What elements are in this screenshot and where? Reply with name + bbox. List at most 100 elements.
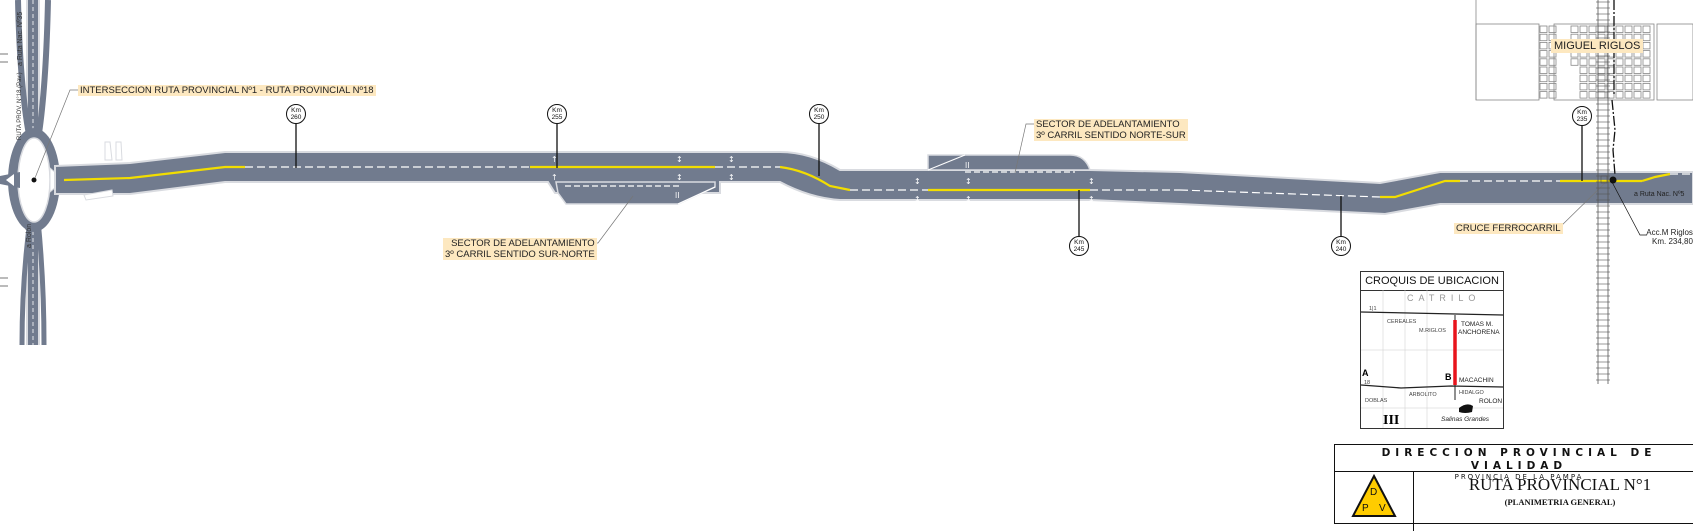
dpv-logo: D P V (1335, 471, 1414, 531)
town-block (1570, 58, 1579, 66)
province-name: PROVINCIA DE LA PAMPA (1454, 473, 1584, 481)
town-block (1633, 25, 1642, 33)
svg-text:↕: ↕ (1088, 177, 1095, 186)
town-block (1579, 74, 1588, 83)
town-block (1624, 58, 1633, 66)
town-block (1588, 25, 1597, 33)
location-sketch-map: CATRILO 1|1 CEREALES M.RIGLOS TOMAS M. A… (1361, 290, 1503, 428)
route-title: RUTA PROVINCIAL N°1 (1468, 475, 1652, 494)
croquis-point-b: B (1445, 372, 1452, 382)
passing-sn-line2: 3º CARRIL SENTIDO SUR-NORTE (445, 249, 595, 260)
town-block (1615, 74, 1624, 83)
croquis-route-18: 18 (1364, 380, 1370, 386)
town-block (1633, 91, 1642, 99)
town-block (1548, 83, 1557, 91)
route5-label: a Ruta Nac. Nº5 (1634, 191, 1685, 198)
town-block (1588, 91, 1597, 99)
access-line1: Acc.M Riglos (1646, 228, 1693, 237)
town-block (1597, 91, 1606, 99)
town-block (1633, 83, 1642, 91)
svg-text:↕: ↕ (965, 195, 972, 204)
town-block (1539, 50, 1548, 58)
town-block (1539, 25, 1548, 33)
town-block (1579, 83, 1588, 91)
town-block (1642, 58, 1651, 66)
town-block (1615, 91, 1624, 99)
town-block (1597, 83, 1606, 91)
access-label: Acc.M Riglos Km. 234,80 (1644, 228, 1693, 246)
croquis-texts: CATRILO 1|1 CEREALES M.RIGLOS TOMAS M. A… (1362, 293, 1502, 428)
drawing-subtitle: (PLANIMETRIA GENERAL) (1504, 497, 1616, 507)
title-block: DIRECCION PROVINCIAL DE VIALIDAD PROVINC… (1334, 444, 1693, 531)
croquis-point-a: A (1362, 368, 1369, 378)
town-block (1548, 91, 1557, 99)
town-block (1539, 66, 1548, 74)
town-block (1615, 25, 1624, 33)
town-block (1588, 83, 1597, 91)
croquis-catrilo: CATRILO (1407, 293, 1480, 303)
town-block (1548, 66, 1557, 74)
svg-text:↑: ↑ (551, 155, 558, 164)
svg-text:ll: ll (965, 161, 969, 170)
town-block (1633, 74, 1642, 83)
croquis-macachin: MACACHIN (1459, 377, 1494, 384)
roundabout (0, 128, 65, 232)
passing-lane-ns-label: SECTOR DE ADELANTAMIENTO 3º CARRIL SENTI… (1034, 119, 1188, 141)
croquis-rolon: ROLON (1479, 398, 1502, 405)
town-block (1624, 83, 1633, 91)
svg-text:↕: ↕ (728, 155, 735, 164)
svg-text:ll: ll (675, 191, 679, 200)
town-block (1570, 25, 1579, 33)
town-block (1642, 66, 1651, 74)
town-block (1588, 58, 1597, 66)
town-block (1633, 58, 1642, 66)
croquis-salinas: Salinas Grandes (1441, 416, 1490, 423)
town-block (1597, 74, 1606, 83)
town-block (1624, 91, 1633, 99)
croquis-riglos: M.RIGLOS (1419, 328, 1446, 334)
town-block (1615, 58, 1624, 66)
croquis-anchorena-1: TOMAS M. (1461, 321, 1493, 328)
access-line2: Km. 234,80 (1652, 237, 1693, 246)
route-south-label: a Rolón (26, 223, 33, 248)
passing-sn-line1: SECTOR DE ADELANTAMIENTO (451, 238, 595, 249)
town-block (1579, 25, 1588, 33)
svg-text:↕: ↕ (914, 195, 921, 204)
town-block (1624, 66, 1633, 74)
town-block (1539, 74, 1548, 83)
town-block (1579, 58, 1588, 66)
svg-text:D: D (1370, 487, 1377, 498)
town-block (1624, 74, 1633, 83)
route-prov18-label: RUTA PROV. N°18 (Pav.) (17, 72, 23, 140)
town-block (1642, 83, 1651, 91)
town-block (1579, 91, 1588, 99)
svg-text:↕: ↕ (676, 155, 683, 164)
svg-text:↕: ↕ (728, 173, 735, 182)
town-block (1548, 74, 1557, 83)
town-block (1642, 25, 1651, 33)
croquis-doblas: DOBLAS (1365, 398, 1388, 404)
location-sketch: CROQUIS DE UBICACION CATRILO 1|1 CEREALE… (1360, 271, 1504, 429)
route-1-carriageway (54, 141, 1693, 216)
passing-ns-line2: 3º CARRIL SENTIDO NORTE-SUR (1036, 130, 1186, 141)
passing-lane-sn-label: SECTOR DE ADELANTAMIENTO 3º CARRIL SENTI… (443, 238, 597, 260)
town-block (1642, 50, 1651, 58)
croquis-region: III (1383, 413, 1399, 428)
svg-text:↑: ↑ (551, 173, 558, 182)
railway-crossing-label: CRUCE FERROCARRIL (1454, 223, 1563, 234)
km-post-stems (295, 124, 1583, 236)
town-block (1539, 33, 1548, 42)
town-block (1539, 91, 1548, 99)
croquis-routes-top: 1|1 (1369, 306, 1377, 312)
town-block (1539, 42, 1548, 50)
railway-line (1596, 0, 1617, 384)
croquis-arbolito: ARBOLITO (1409, 392, 1437, 398)
town-block (1588, 74, 1597, 83)
organization-name: DIRECCION PROVINCIAL DE VIALIDAD (1381, 447, 1657, 472)
svg-text:↕: ↕ (1088, 195, 1095, 204)
town-block (1548, 58, 1557, 66)
town-block (1548, 25, 1557, 33)
town-label: MIGUEL RIGLOS (1551, 39, 1644, 53)
